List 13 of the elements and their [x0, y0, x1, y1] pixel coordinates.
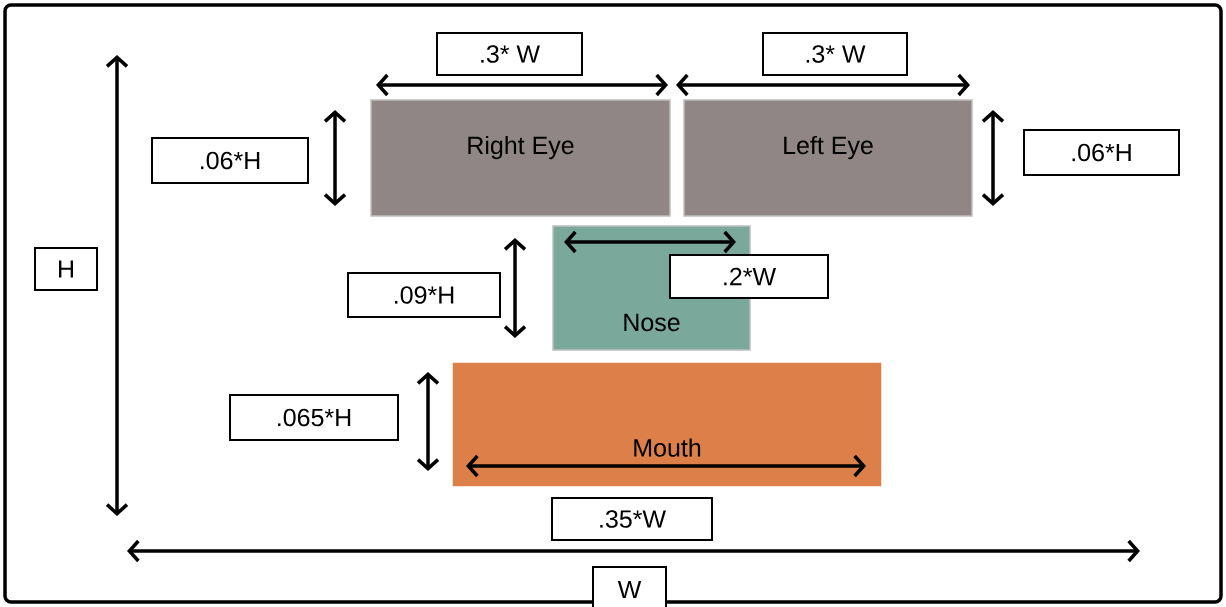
dimension-label: .35*W — [551, 497, 713, 541]
dimension-label: .2*W — [669, 254, 829, 299]
dimension-label: .065*H — [229, 394, 399, 441]
dimension-label: H — [34, 247, 98, 291]
dimension-label: .09*H — [347, 272, 501, 318]
dimension-label: .06*H — [1023, 129, 1180, 176]
dimension-label: .3* W — [762, 32, 908, 76]
dimension-label: .3* W — [436, 32, 583, 76]
dimension-label: W — [592, 566, 667, 607]
feature-box: Left Eye — [683, 99, 973, 217]
feature-box: Right Eye — [370, 99, 671, 217]
feature-box: Mouth — [451, 361, 883, 488]
dimension-label: .06*H — [151, 137, 309, 184]
